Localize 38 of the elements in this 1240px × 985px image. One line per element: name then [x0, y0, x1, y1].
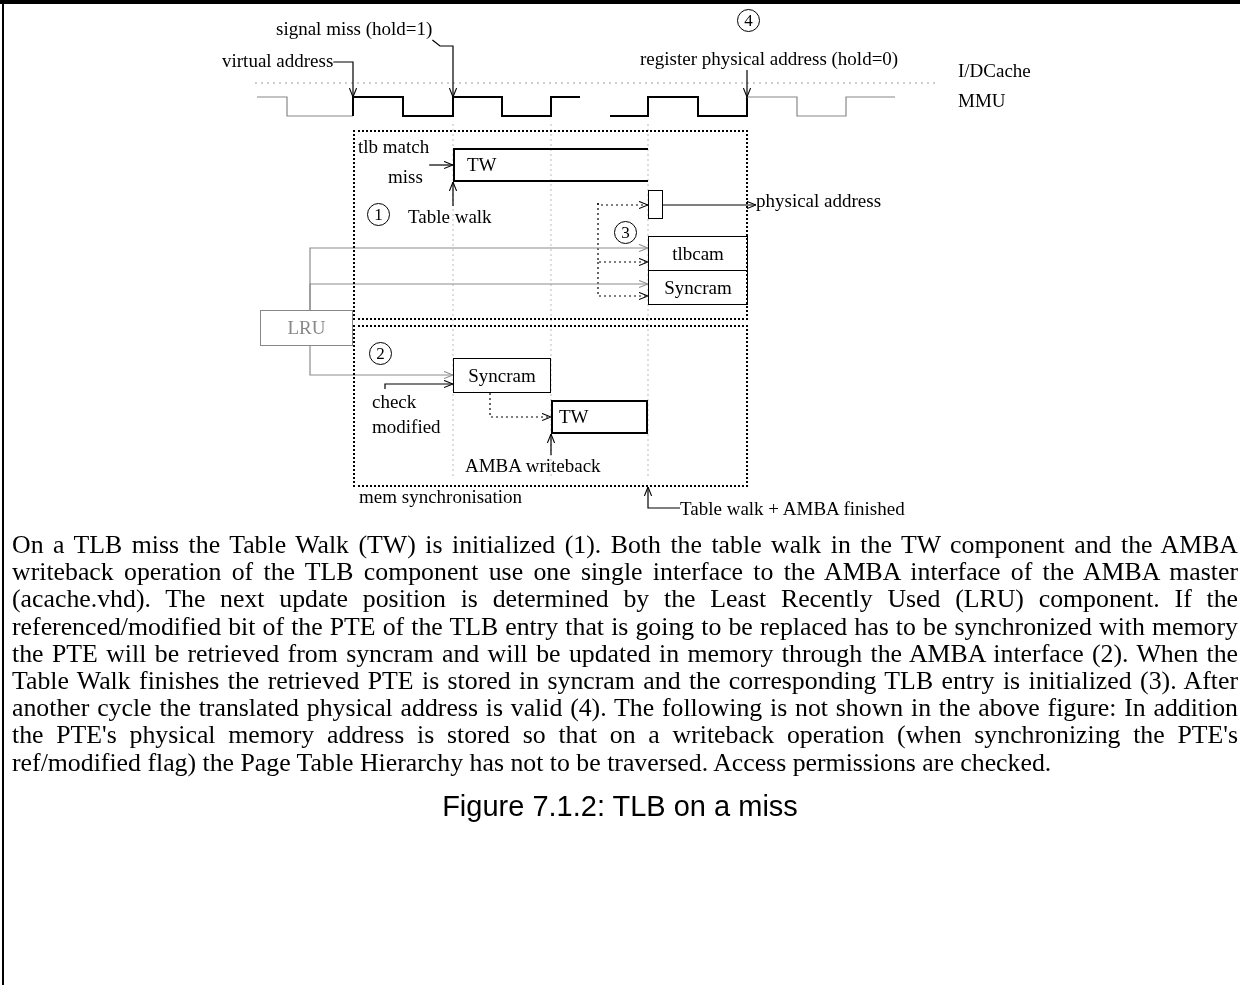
arrow [597, 261, 649, 301]
signal-label: signal miss (hold=1) [276, 18, 433, 40]
arrow [546, 433, 556, 456]
arrow [662, 200, 757, 210]
condition-label: check modified [372, 389, 452, 439]
arrow [428, 160, 454, 170]
table-walk-box: TW [453, 148, 648, 182]
table-walk-box: TW [551, 400, 648, 434]
region-title: mem synchronisation [359, 486, 523, 508]
signal-label: virtual address [222, 50, 334, 72]
arrow [332, 61, 358, 98]
figure-caption: Figure 7.1.2: TLB on a miss [441, 789, 799, 823]
tlbcam-box: tlbcam [648, 236, 748, 271]
annotation-text: Table walk + AMBA finished [680, 498, 905, 520]
arrow [489, 392, 552, 422]
signal-label: register physical address (hold=0) [640, 48, 899, 70]
signal-label: MMU [958, 90, 1006, 112]
signal-label: physical address [756, 190, 882, 212]
syncram-box: Syncram [453, 358, 551, 393]
lru-box: LRU [260, 310, 353, 346]
arrow [309, 345, 454, 380]
condition-text: tlb match [358, 136, 430, 158]
arrow [643, 486, 681, 509]
annotation-text: AMBA writeback [465, 455, 601, 477]
stage-region [353, 130, 748, 320]
clock-waveform [256, 96, 896, 117]
register-box [648, 190, 663, 219]
description-paragraph: On a TLB miss the Table Walk (TW) is initialized (1). Both the table walk in the TW component and the AMBA writeback operation of the TLB component use one single interface to the AMBA interface of the AMBA master (acache.vhd). The next update position is determined by the Least Recently Used (LRU) component. If the referenced/modified bit of the PTE of the TLB entry that is going to be replaced has to be synchronized with memory the PTE will be retrieved from syncram and will be updated in memory through the AMBA interface (2). When the Table Walk finishes the retrieved PTE is stored in syncram and the corresponding TLB entry is initialized (3). After another cycle the translated physical address is valid (4). The following is not shown in the above figure: In addition the PTE's physical memory address is stored so that on a writeback operation (when synchronizing the PTE's ref/modified flag) the Page Table Hierarchy has not to be traversed. Access permissions are checked. [12, 531, 1238, 776]
condition-text: miss [388, 166, 423, 188]
arrow [597, 202, 649, 267]
signal-label: I/DCache [958, 60, 1031, 82]
annotation-text: Table walk [408, 206, 492, 228]
arrow [384, 379, 454, 390]
arrow [448, 181, 458, 207]
arrow [431, 39, 458, 98]
arrow [309, 279, 649, 311]
syncram-box: Syncram [648, 270, 748, 305]
arrow [742, 69, 752, 98]
